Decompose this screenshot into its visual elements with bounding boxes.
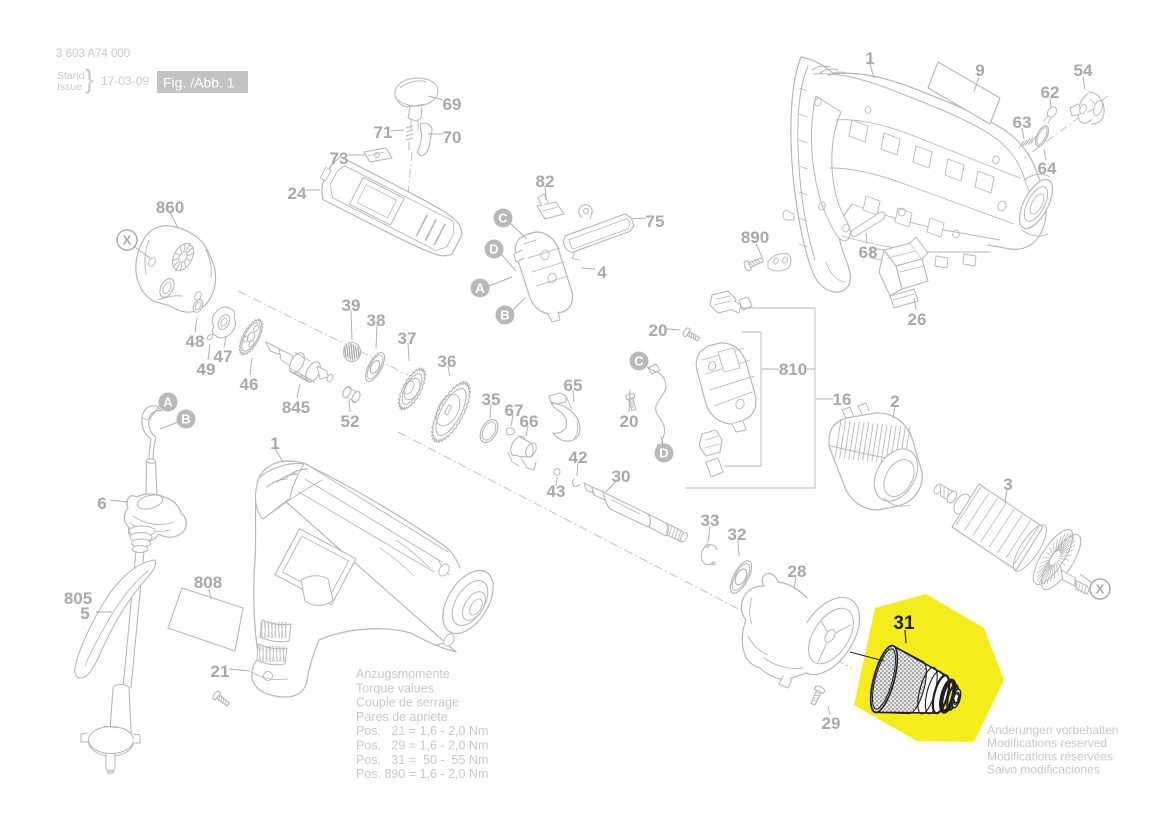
svg-text:B: B: [181, 412, 190, 427]
svg-text:Pos. 31 = 50 - 55 Nm: Pos. 31 = 50 - 55 Nm: [356, 753, 488, 767]
svg-text:808: 808: [194, 573, 222, 592]
svg-text:Pos. 21 = 1,6 - 2,0 Nm: Pos. 21 = 1,6 - 2,0 Nm: [356, 724, 488, 738]
svg-text:5: 5: [80, 604, 89, 623]
svg-text:21: 21: [211, 662, 230, 681]
svg-text:C: C: [498, 211, 508, 226]
svg-text:Anzugsmomente: Anzugsmomente: [356, 667, 450, 681]
svg-text:39: 39: [342, 296, 361, 315]
svg-text:62: 62: [1041, 83, 1060, 102]
svg-text:860: 860: [156, 198, 184, 217]
svg-text:47: 47: [214, 347, 233, 366]
svg-text:B: B: [500, 308, 509, 323]
svg-text:6: 6: [97, 494, 106, 513]
svg-text:38: 38: [367, 311, 386, 330]
svg-text:3: 3: [1003, 475, 1012, 494]
svg-text:Salvo modificaciones: Salvo modificaciones: [987, 763, 1100, 777]
svg-text:66: 66: [520, 412, 539, 431]
svg-text:890: 890: [741, 228, 769, 247]
svg-text:Torque values: Torque values: [356, 681, 434, 695]
svg-text:Änderungen vorbehalten: Änderungen vorbehalten: [987, 723, 1118, 737]
svg-text:A: A: [163, 395, 173, 410]
svg-text:17-03-09: 17-03-09: [101, 74, 149, 88]
svg-text:Issue: Issue: [57, 81, 82, 93]
svg-text:30: 30: [612, 467, 631, 486]
svg-text:845: 845: [282, 398, 310, 417]
svg-text:20: 20: [620, 412, 639, 431]
svg-text:42: 42: [569, 448, 588, 467]
svg-text:54: 54: [1074, 61, 1093, 80]
svg-text:3 603 A74 000: 3 603 A74 000: [56, 48, 130, 60]
svg-text:1: 1: [270, 434, 279, 453]
svg-text:A: A: [475, 281, 485, 296]
svg-text:X: X: [1096, 582, 1105, 597]
svg-text:Fig. /Abb. 1: Fig. /Abb. 1: [163, 75, 235, 91]
svg-text:Pos. 29 = 1,6 - 2,0 Nm: Pos. 29 = 1,6 - 2,0 Nm: [356, 739, 488, 753]
svg-text:37: 37: [398, 329, 417, 348]
svg-text:28: 28: [788, 562, 807, 581]
svg-text:73: 73: [330, 149, 349, 168]
svg-text:31: 31: [893, 613, 915, 634]
svg-text:9: 9: [975, 61, 984, 80]
svg-text:2: 2: [890, 392, 899, 411]
svg-text:64: 64: [1038, 159, 1057, 178]
svg-text:49: 49: [197, 360, 216, 379]
svg-text:Modifications reserved: Modifications reserved: [987, 736, 1107, 750]
svg-text:48: 48: [186, 332, 205, 351]
svg-text:43: 43: [547, 482, 566, 501]
svg-text:Modifications réservées: Modifications réservées: [987, 749, 1113, 763]
svg-text:68: 68: [859, 243, 878, 262]
svg-text:29: 29: [822, 714, 841, 733]
svg-text:63: 63: [1013, 113, 1032, 132]
svg-text:69: 69: [443, 95, 462, 114]
svg-text:810: 810: [779, 360, 807, 379]
svg-text:32: 32: [728, 525, 747, 544]
svg-text:Pares de apriete: Pares de apriete: [356, 710, 448, 724]
svg-text:16: 16: [833, 390, 852, 409]
svg-text:1: 1: [865, 49, 874, 68]
svg-text:65: 65: [564, 376, 583, 395]
svg-text:D: D: [659, 446, 668, 461]
svg-text:52: 52: [341, 412, 360, 431]
svg-text:24: 24: [288, 184, 307, 203]
svg-text:75: 75: [646, 212, 665, 231]
svg-text:26: 26: [908, 310, 927, 329]
svg-text:Pos. 890 = 1,6 - 2,0 Nm: Pos. 890 = 1,6 - 2,0 Nm: [356, 767, 488, 781]
svg-text:71: 71: [374, 123, 393, 142]
svg-text:4: 4: [597, 263, 607, 282]
svg-text:20: 20: [649, 321, 668, 340]
svg-text:D: D: [489, 242, 498, 257]
svg-text:35: 35: [482, 390, 501, 409]
svg-text:X: X: [123, 233, 132, 248]
svg-text:46: 46: [240, 375, 259, 394]
svg-text:C: C: [634, 354, 644, 369]
svg-text:82: 82: [536, 172, 555, 191]
svg-text:}: }: [85, 64, 94, 94]
svg-text:70: 70: [443, 128, 462, 147]
svg-text:33: 33: [701, 511, 720, 530]
svg-text:36: 36: [438, 352, 457, 371]
svg-text:Couple de serrage: Couple de serrage: [356, 696, 459, 710]
